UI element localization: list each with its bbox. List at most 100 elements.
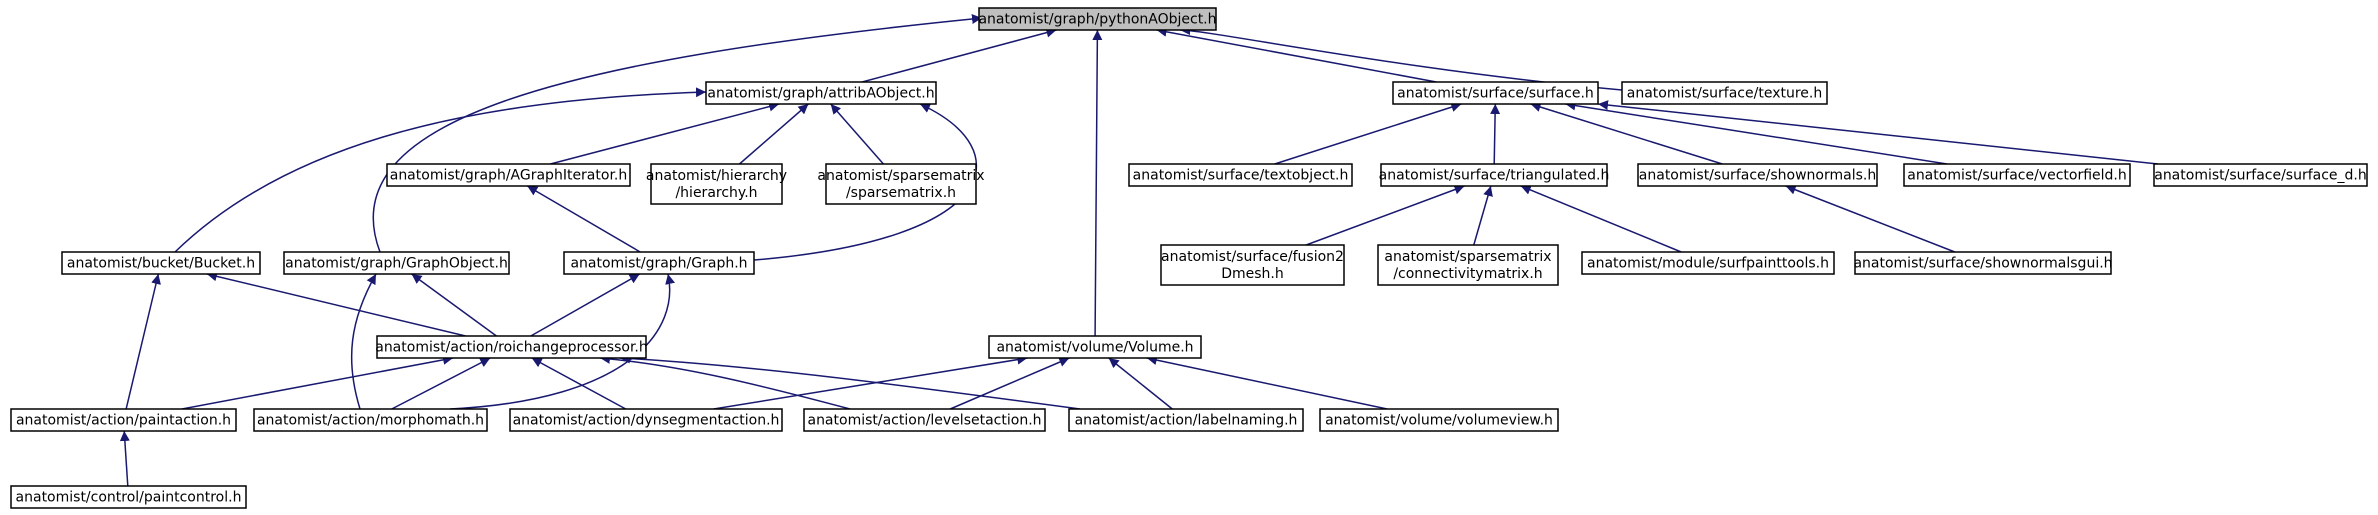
edge-Volume-to-pythonAObject [1092,29,1103,337]
node-connectivitymatrix[interactable]: anatomist/sparsematrix/connectivitymatri… [1377,244,1559,286]
node-label: anatomist/graph/AGraphIterator.h [390,168,628,184]
node-box [1128,163,1353,187]
node-Bucket[interactable]: anatomist/bucket/Bucket.h [61,251,261,275]
node-label: /sparsematrix.h [846,185,956,201]
node-label: anatomist/volume/volumeview.h [1325,413,1553,429]
node-label: anatomist/surface/textobject.h [1133,168,1349,184]
node-roichangeprocessor[interactable]: anatomist/action/roichangeprocessor.h [375,335,648,359]
node-box [1581,251,1835,275]
node-label: anatomist/control/paintcontrol.h [16,490,242,506]
node-morphomath[interactable]: anatomist/action/morphomath.h [253,408,488,432]
edge-volumeview-to-Volume [1146,355,1388,410]
edge-dynsegmentaction-to-roichangeprocessor [531,357,627,410]
node-box [1854,251,2112,275]
node-label: anatomist/hierarchy [646,168,787,184]
node-label: anatomist/graph/attribAObject.h [707,86,934,102]
edge-AGraphIterator-to-attribAObject [550,101,780,165]
node-attribAObject[interactable]: anatomist/graph/attribAObject.h [705,81,937,105]
edge-morphomath-to-roichangeprocessor [391,357,491,410]
node-label: anatomist/surface/vectorfield.h [1907,168,2127,184]
edge-connectivitymatrix-to-triangulated [1473,185,1493,246]
node-Graph[interactable]: anatomist/graph/Graph.h [563,251,755,275]
node-box [705,81,937,105]
node-box [650,163,783,205]
node-box [978,7,1217,31]
edge-Graph-to-AGraphIterator [526,185,641,253]
node-box [1637,163,1878,187]
edge-roichangeprocessor-to-Graph [530,273,641,337]
edge-levelsetaction-to-Volume [949,357,1070,410]
node-surfpainttools[interactable]: anatomist/module/surfpainttools.h [1581,251,1835,275]
edge-labelnaming-to-Volume [1108,357,1173,410]
node-box [1377,244,1559,286]
node-label: anatomist/sparsematrix [1384,249,1551,265]
node-box [1903,163,2131,187]
node-box [1380,163,1608,187]
node-label: anatomist/surface/shownormalsgui.h [1853,256,2112,272]
node-GraphObject[interactable]: anatomist/graph/GraphObject.h [283,251,510,275]
node-paintcontrol[interactable]: anatomist/control/paintcontrol.h [10,485,247,509]
node-Volume[interactable]: anatomist/volume/Volume.h [988,335,1202,359]
node-label: anatomist/bucket/Bucket.h [67,256,255,272]
node-box [988,335,1202,359]
node-label: anatomist/surface/fusion2 [1161,249,1344,265]
node-shownormalsgui[interactable]: anatomist/surface/shownormalsgui.h [1853,251,2113,275]
node-label: anatomist/module/surfpainttools.h [1587,256,1829,272]
edge-textobject-to-surface [1274,102,1462,165]
node-levelsetaction[interactable]: anatomist/action/levelsetaction.h [803,408,1046,432]
node-label: anatomist/graph/pythonAObject.h [978,12,1216,28]
node-pythonAObject[interactable]: anatomist/graph/pythonAObject.h [978,7,1217,31]
node-textobject[interactable]: anatomist/surface/textobject.h [1128,163,1353,187]
node-labelnaming[interactable]: anatomist/action/labelnaming.h [1068,408,1304,432]
node-label: /connectivitymatrix.h [1393,266,1542,282]
edge-surface_d-to-surface [1597,100,2158,165]
edge-hierarchy-to-attribAObject [738,103,809,165]
node-label: anatomist/action/paintaction.h [16,413,231,429]
node-label: /hierarchy.h [675,185,757,201]
node-shownormals[interactable]: anatomist/surface/shownormals.h [1637,163,1878,187]
node-box [283,251,510,275]
edge-roichangeprocessor-to-Bucket [206,271,466,337]
node-box [10,408,237,432]
node-vectorfield[interactable]: anatomist/surface/vectorfield.h [1903,163,2131,187]
node-box [376,335,647,359]
edge-layer [119,14,2158,487]
node-box [1319,408,1559,432]
edge-Bucket-to-attribAObject [174,87,707,253]
node-box [803,408,1046,432]
node-triangulated[interactable]: anatomist/surface/triangulated.h [1379,163,1610,187]
node-sparsematrix[interactable]: anatomist/sparsematrix/sparsematrix.h [817,163,985,205]
node-volumeview[interactable]: anatomist/volume/volumeview.h [1319,408,1559,432]
node-box [2153,163,2368,187]
edge-triangulated-to-surface [1490,103,1501,165]
node-label: anatomist/surface/texture.h [1627,86,1822,102]
node-AGraphIterator[interactable]: anatomist/graph/AGraphIterator.h [386,163,631,187]
node-box [10,485,247,509]
node-label: anatomist/action/roichangeprocessor.h [375,340,648,356]
edge-fusion2Dmesh-to-triangulated [1305,184,1465,246]
node-dynsegmentaction[interactable]: anatomist/action/dynsegmentaction.h [509,408,783,432]
edge-dynsegmentaction-to-Volume [713,354,1028,410]
node-label: anatomist/volume/Volume.h [996,340,1193,356]
edge-surface-to-pythonAObject [1156,26,1437,83]
edge-roichangeprocessor-to-GraphObject [411,273,497,337]
node-hierarchy[interactable]: anatomist/hierarchy/hierarchy.h [646,163,787,205]
node-label: anatomist/graph/GraphObject.h [285,256,508,272]
node-paintaction[interactable]: anatomist/action/paintaction.h [10,408,237,432]
edge-surfpainttools-to-triangulated [1520,185,1682,253]
node-label: anatomist/action/dynsegmentaction.h [513,413,780,429]
node-label: anatomist/graph/Graph.h [570,256,747,272]
edge-paintaction-to-Bucket [125,273,161,410]
node-label: anatomist/surface/surface.h [1397,86,1594,102]
edge-paintcontrol-to-paintaction [119,430,130,487]
node-label: Dmesh.h [1221,266,1284,282]
node-box [1621,81,1828,105]
node-surface[interactable]: anatomist/surface/surface.h [1392,81,1599,105]
node-layer: anatomist/graph/pythonAObject.h anatomist… [10,7,2368,509]
node-surface_d[interactable]: anatomist/surface/surface_d.h [2153,163,2368,187]
node-texture[interactable]: anatomist/surface/texture.h [1621,81,1828,105]
edge-shownormals-to-surface [1530,102,1723,165]
node-box [1160,244,1345,286]
